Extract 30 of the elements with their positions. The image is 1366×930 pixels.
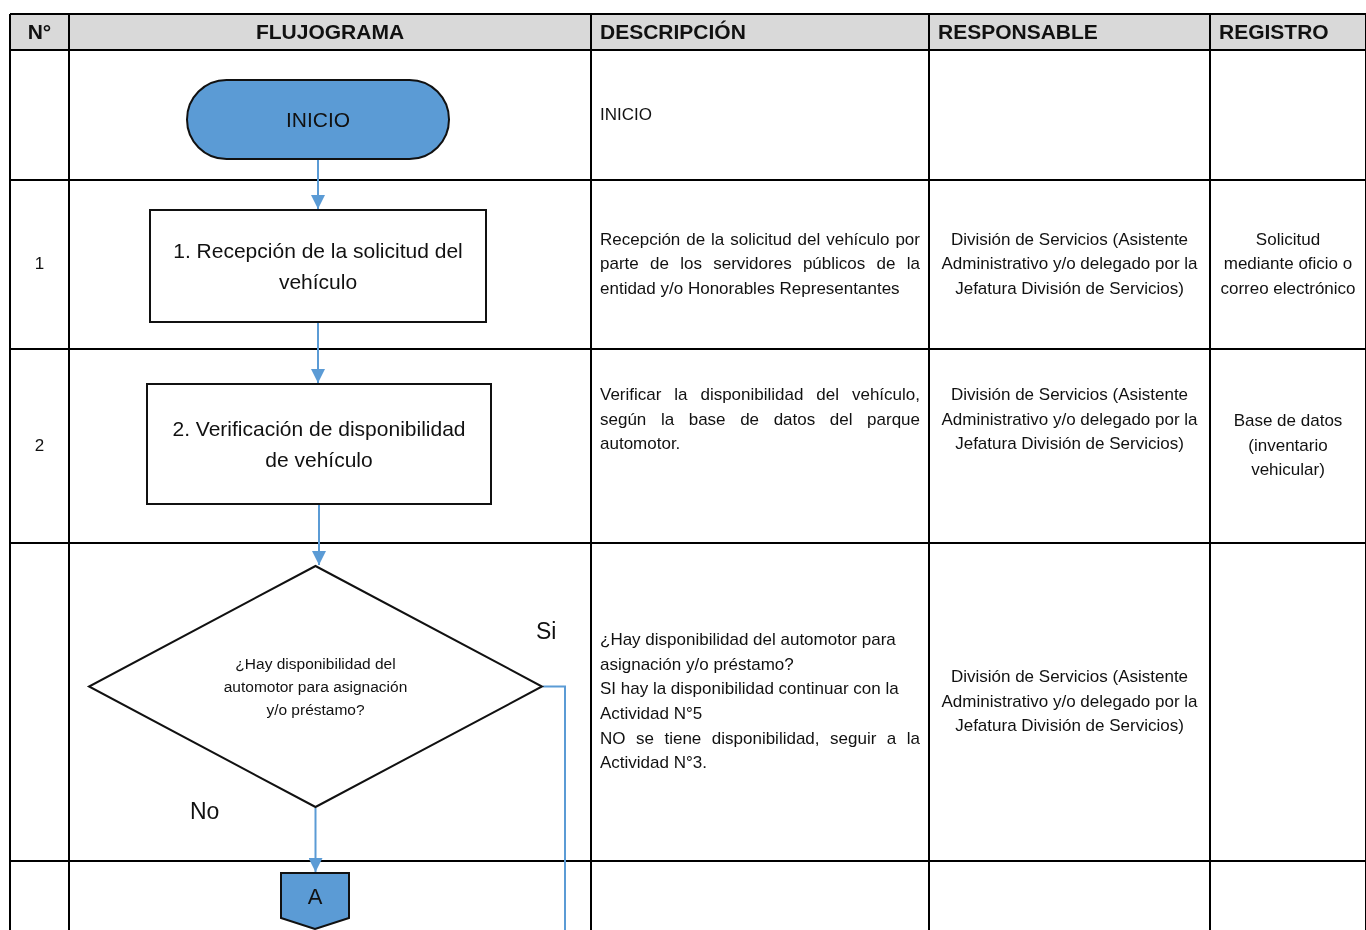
column-header: FLUJOGRAMA [254, 18, 406, 45]
connector-arrow [311, 322, 325, 384]
row-number: 1 [33, 253, 46, 276]
table-text: División de Servicios (Asistente Administrativo y/o delegado por la Jefatura División de Servicios) [940, 384, 1199, 456]
table-text: NO se tiene disponibilidad, seguir a la Actividad N°3. [600, 727, 920, 775]
table-text: Verificar la disponibilidad del vehículo, según la base de datos del parque automotor. [600, 384, 920, 456]
table-text: ¿Hay disponibilidad del automotor para asignación y/o préstamo? [600, 629, 897, 676]
node-text: A [307, 882, 323, 911]
node-text: 2. Verificación de disponibilidad de vehículo [171, 415, 467, 473]
offpage-connector [280, 872, 350, 930]
column-header: RESPONSABLE [938, 18, 1099, 45]
connector-arrow [312, 504, 326, 566]
table-text: División de Servicios (Asistente Administrativo y/o delegado por la Jefatura División de Servicios) [940, 666, 1199, 738]
column-header: N° [26, 18, 53, 45]
process-box [149, 209, 487, 323]
table-text: SI hay la disponibilidad continuar con la Actividad N°5 [600, 678, 900, 725]
node-text: INICIO [284, 106, 352, 133]
row-number: 2 [33, 434, 46, 457]
connector-arrow [308, 807, 323, 873]
table-text: División de Servicios (Asistente Administrativo y/o delegado por la Jefatura División de Servicios) [940, 228, 1199, 300]
column-header: DESCRIPCIÓN [600, 18, 747, 45]
node-text: ¿Hay disponibilidad del automotor para asignación y/o préstamo? [222, 653, 409, 721]
table-text: INICIO [600, 103, 653, 126]
process-box [146, 383, 492, 505]
column-header: REGISTRO [1219, 18, 1330, 45]
table-text: Recepción de la solicitud del vehículo por parte de los servidores públicos de la entidad y/o Honorables Representantes [600, 228, 920, 300]
table-text: Solicitud mediante oficio o correo electrónico [1219, 228, 1357, 300]
table-text: Base de datos (inventario vehicular) [1232, 410, 1344, 482]
connector-arrow [311, 159, 325, 210]
node-text: 1. Recepción de la solicitud del vehículo [172, 237, 464, 295]
